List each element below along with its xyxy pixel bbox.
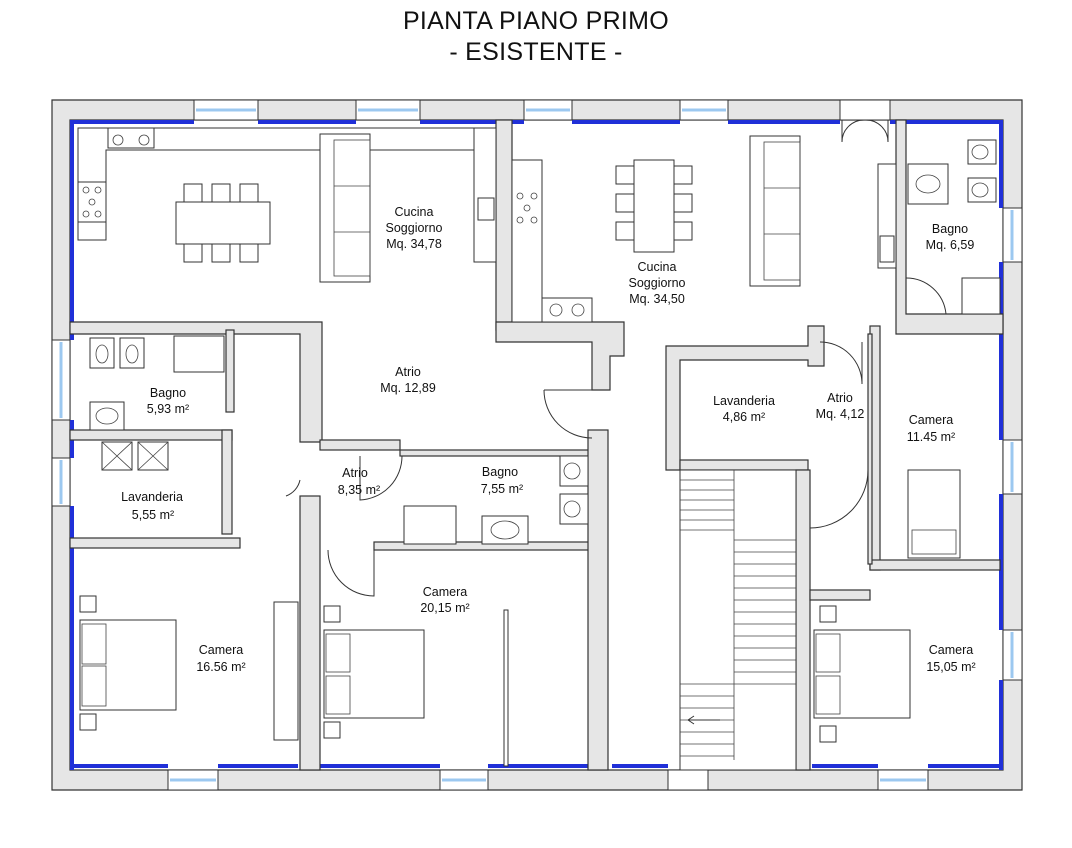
doors [285, 277, 947, 597]
kitchen-left-furniture [77, 127, 497, 283]
room-name: Atrio [827, 391, 853, 405]
staircase [679, 469, 797, 771]
room-name: Atrio [342, 466, 368, 480]
room-area: 8,35 m² [338, 483, 380, 497]
room-area: Mq. 34,50 [629, 292, 685, 306]
room-area: Mq. 6,59 [926, 238, 975, 252]
room-labels: Cucina Soggiorno Mq. 34,78 Cucina Soggio… [121, 205, 976, 674]
room-area: 16.56 m² [196, 660, 245, 674]
room-area: 7,55 m² [481, 482, 523, 496]
bathroom-middle-fixtures [403, 455, 589, 545]
room-name: Atrio [395, 365, 421, 379]
kitchen-right-furniture [511, 135, 897, 323]
room-area: 11.45 m² [907, 430, 955, 444]
bedroom-left-furniture [79, 595, 299, 741]
room-name: Lavanderia [121, 490, 183, 504]
plan-title: PIANTA PIANO PRIMO - ESISTENTE - [0, 6, 1072, 68]
room-name: Soggiorno [386, 221, 443, 235]
laundry-left-fixtures [101, 441, 169, 471]
window-frames [51, 99, 1023, 791]
room-name: Cucina [638, 260, 677, 274]
room-area: 5,55 m² [132, 508, 174, 522]
room-name: Lavanderia [713, 394, 775, 408]
room-name: Camera [909, 413, 954, 427]
room-name: Camera [199, 643, 244, 657]
exterior-windows [70, 120, 1003, 770]
balcony-door [841, 119, 889, 143]
room-area: Mq. 12,89 [380, 381, 436, 395]
room-area: Mq. 4,12 [816, 407, 865, 421]
interior-walls [69, 119, 1004, 771]
bedroom-right-top-furniture [907, 469, 961, 559]
room-area: 4,86 m² [723, 410, 765, 424]
plan-title-line1: PIANTA PIANO PRIMO [402, 7, 670, 35]
bedroom-middle-furniture [323, 605, 509, 767]
room-name: Bagno [150, 386, 186, 400]
bedroom-right-bottom-furniture [813, 605, 911, 743]
room-name: Cucina [395, 205, 434, 219]
bathroom-top-right-fixtures [907, 139, 1001, 315]
room-name: Bagno [482, 465, 518, 479]
room-area: Mq. 34,78 [386, 237, 442, 251]
room-area: 15,05 m² [926, 660, 975, 674]
room-name: Camera [423, 585, 468, 599]
room-name: Bagno [932, 222, 968, 236]
room-area: 5,93 m² [147, 402, 189, 416]
room-name: Camera [929, 643, 974, 657]
room-area: 20,15 m² [420, 601, 469, 615]
room-name: Soggiorno [629, 276, 686, 290]
plan-title-line2: - ESISTENTE - [449, 38, 623, 66]
bathroom-left-fixtures [89, 335, 225, 431]
